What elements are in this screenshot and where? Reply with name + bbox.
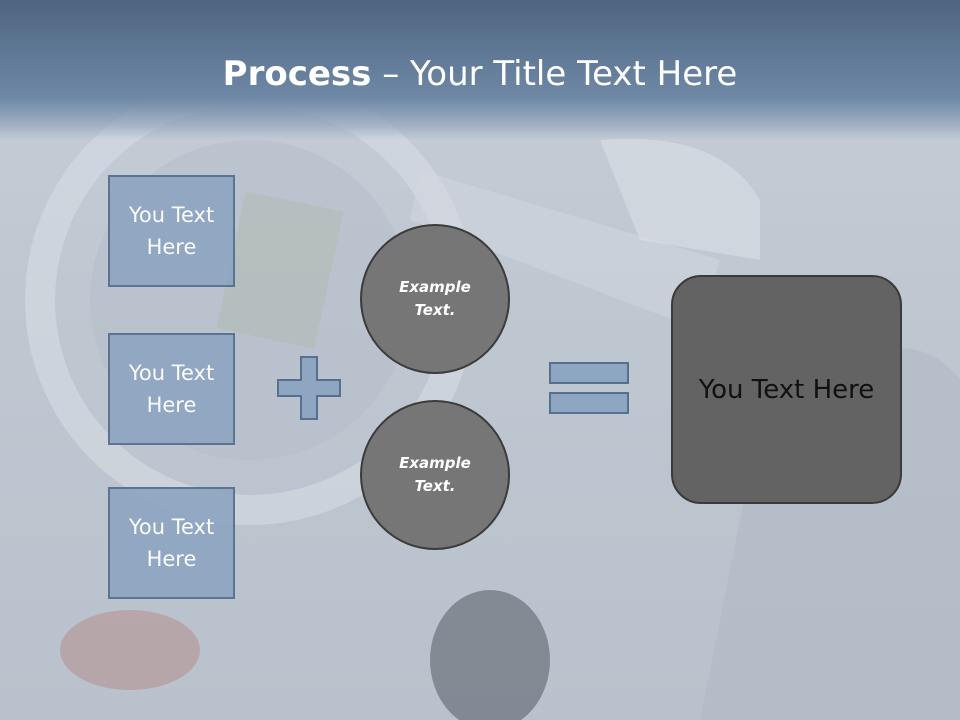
slide-title: Process – Your Title Text Here	[0, 52, 960, 96]
result-text: You Text Here	[698, 374, 875, 405]
text-box-2-line2: Here	[146, 393, 197, 417]
text-box-3-line2: Here	[146, 547, 197, 571]
title-band	[0, 0, 960, 140]
text-box-1-line1: You Text	[128, 203, 215, 227]
title-text: Your Title Text Here	[410, 54, 738, 94]
text-box-1-line2: Here	[146, 235, 197, 259]
circle-1-line2: Text.	[414, 301, 456, 319]
circle-2-line1: Example	[399, 454, 471, 472]
text-box-2-line1: You Text	[128, 361, 215, 385]
plus-icon	[277, 356, 341, 420]
circle-1-line1: Example	[399, 278, 471, 296]
result-box: You Text Here	[671, 275, 902, 504]
equals-icon	[549, 362, 629, 414]
title-bold: Process	[222, 54, 372, 94]
text-box-3-line1: You Text	[128, 515, 215, 539]
circle-2-line2: Text.	[414, 477, 456, 495]
title-separator: –	[371, 54, 411, 94]
